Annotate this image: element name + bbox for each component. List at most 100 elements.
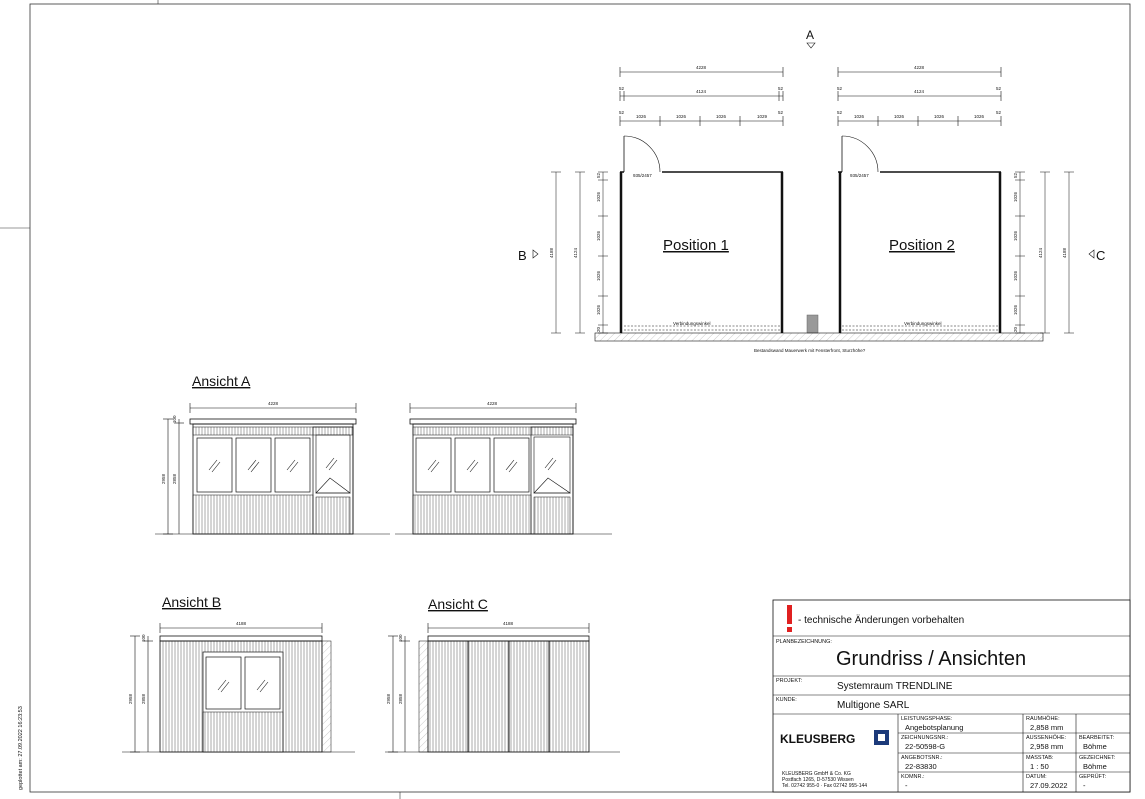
dim-inner-width-1: 4124 [696,89,707,94]
dim-module-1b: 1026 [676,114,687,119]
section-marker-a: A [806,28,814,42]
dim-edge-1d: 52 [778,110,784,115]
room-position-1 [619,135,784,333]
view-a2-width: 4228 [487,401,498,406]
view-c-width: 4188 [503,621,514,626]
view-b-top-dim: 100 [141,634,146,642]
connector-label-1: Verbindungswinkel [673,321,711,326]
existing-wall-label: Bestandswand Mauerwerk mit Fensterfront,… [754,348,866,353]
commission-label: KOMNR.: [901,774,925,780]
dim-edge-right-top: 52 [1013,172,1018,178]
drawn-label: GEZEICHNET: [1079,755,1116,761]
notice-text: - technische Änderungen vorbehalten [798,614,964,626]
scale-label: MASSTAB: [1026,755,1054,761]
outer-height-value: 2,958 mm [1030,742,1063,751]
dim-edge-1b: 52 [778,86,784,91]
dim-module-1d: 1029 [757,114,768,119]
dimension-chain-top-right [837,67,1002,126]
plan-title: Grundriss / Ansichten [836,648,1026,670]
elevation-b [159,635,332,753]
view-a1-height-inner: 2858 [172,473,177,484]
company-name: KLEUSBERG GmbH & Co. KG [782,771,851,777]
position-1-label: Position 1 [663,237,729,254]
dim-total-width-1: 4228 [696,65,707,70]
view-a1-width: 4228 [268,401,279,406]
outer-height-label: AUSSENHÖHE: [1026,734,1067,741]
dim-module-2d: 1026 [974,114,985,119]
title-block: - technische Änderungen vorbehalten PLAN… [772,599,1131,793]
checked-value: - [1083,781,1086,790]
commission-value: - [905,781,908,790]
processed-value: Böhme [1083,742,1107,751]
view-c-height-outer: 2958 [386,693,391,704]
company-address: Postfach 1265, D-57530 Wissen [782,777,854,783]
company-logo: KLEUSBERG [780,732,855,746]
view-c-top-dim: 100 [398,634,403,642]
floor-plan: A 4228 4124 52 52 52 52 1026 1026 1026 1… [518,28,1105,353]
view-c-height-inner: 2858 [398,693,403,704]
company-phone: Tel. 02742 955-0 · Fax 02742 955-144 [782,783,867,789]
dim-floor-right: 20 [1013,326,1018,332]
dim-inner-width-2: 4124 [914,89,925,94]
dim-edge-2d: 52 [996,110,1002,115]
section-arrow-b-icon [532,249,539,259]
existing-wall [594,332,1044,342]
date-label: DATUM: [1026,774,1047,780]
drawing-no-label: ZEICHNUNGSNR.: [901,735,949,741]
view-b-width: 4188 [236,621,247,626]
dim-edge-1a: 52 [619,86,625,91]
room-height-label: RAUMHÖHE: [1026,715,1060,722]
phase-label: LEISTUNGSPHASE: [901,716,953,722]
view-b: Ansicht B 4188 2958 2858 100 [122,594,355,753]
plan-title-label: PLANBEZEICHNUNG: [776,639,832,645]
view-a-title: Ansicht A [192,373,251,389]
view-b-title: Ansicht B [162,594,221,610]
section-marker-c: C [1096,248,1105,263]
dim-total-width-2: 4228 [914,65,925,70]
processed-label: BEARBEITET: [1079,735,1115,741]
dim-edge-1c: 52 [619,110,625,115]
elevation-c [418,635,590,753]
dim-edge-2c: 52 [837,110,843,115]
project-value: Systemraum TRENDLINE [837,681,953,692]
view-b-height-inner: 2858 [141,693,146,704]
project-label: PROJEKT: [776,678,803,684]
room-position-2 [838,135,1002,333]
section-arrow-c-icon [1088,249,1095,259]
dim-edge-2b: 52 [996,86,1002,91]
position-2-label: Position 2 [889,237,955,254]
door-label-2: 935/2457 [850,173,869,178]
dim-module-2c: 1026 [934,114,945,119]
offer-no-label: ANGEBOTSNR.: [901,755,943,761]
dim-module-left-a: 1026 [596,191,601,202]
dim-depth-inner-left: 4124 [573,247,578,258]
dimension-chain-right [1015,171,1074,334]
view-a1-top-dim: 100 [172,415,177,423]
dimension-chain-left [551,171,608,334]
elevation-a2 [409,418,577,535]
door-label-1: 935/2457 [633,173,652,178]
dim-module-right-c: 1026 [1013,270,1018,281]
phase-value: Angebotsplanung [905,723,963,732]
dim-module-left-d: 1026 [596,304,601,315]
room-height-value: 2,858 mm [1030,723,1063,732]
client-label: KUNDE: [776,697,797,703]
drawing-no-value: 22-50598-G [905,742,945,751]
dim-floor-left: 20 [596,326,601,332]
dim-module-right-a: 1026 [1013,191,1018,202]
sheet-border [29,3,1131,793]
dim-depth-total-right: 4188 [1062,247,1067,258]
connector-label-2: Verbindungswinkel [904,321,942,326]
warning-exclamation-icon [787,605,792,624]
drawn-value: Böhme [1083,762,1107,771]
view-a: Ansicht A 4228 2958 2858 100 [155,373,612,535]
client-value: Multigone SARL [837,700,910,711]
view-c-title: Ansicht C [428,596,488,612]
scale-value: 1 : 50 [1030,762,1049,771]
checked-label: GEPRÜFT: [1079,773,1107,780]
section-marker-b: B [518,248,527,263]
dimension-chain-top-left [619,67,784,126]
dim-module-2b: 1026 [894,114,905,119]
dim-edge-left-top: 52 [596,172,601,178]
